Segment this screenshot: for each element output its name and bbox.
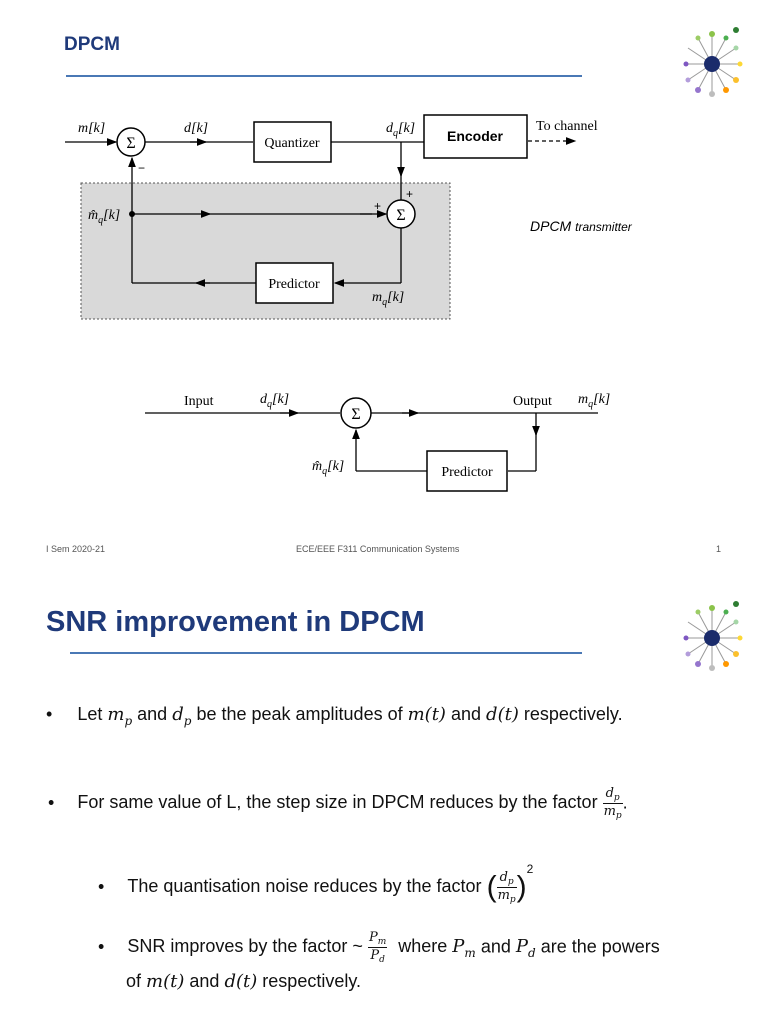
bullet-snr-continuation: of m(t) and d(t) respectively. bbox=[126, 971, 361, 992]
receiver-predictor-label: Predictor bbox=[441, 465, 493, 480]
quantizer-label: Quantizer bbox=[264, 136, 320, 151]
receiver-predictor-block bbox=[426, 450, 508, 492]
dpcm-transmitter-diagram: Σ Quantizer Encoder Σ Predictor m[k] d[k… bbox=[65, 114, 598, 320]
sigma-label: Σ bbox=[126, 135, 135, 152]
slide1-title: DPCM bbox=[64, 34, 120, 55]
footer-center: ECE/EEE F311 Communication Systems bbox=[296, 544, 460, 554]
svg-text:+: + bbox=[374, 199, 381, 213]
slide2-title: SNR improvement in DPCM bbox=[46, 606, 425, 638]
svg-text:+: + bbox=[406, 187, 413, 201]
title-underline bbox=[66, 75, 582, 77]
bullet-dot: • bbox=[48, 792, 55, 813]
encoder-label: Encoder bbox=[447, 128, 504, 144]
svg-text:m̂q[k]: m̂q[k] bbox=[312, 459, 344, 477]
to-channel-label: To channel bbox=[536, 119, 598, 134]
footer-page-number: 1 bbox=[716, 544, 722, 554]
svg-text:d[k]: d[k] bbox=[184, 121, 208, 136]
diagram-caption: DPCM transmitter bbox=[530, 218, 632, 234]
predictor-block bbox=[255, 262, 334, 304]
logo-icon-2 bbox=[683, 601, 743, 671]
input-label: Input bbox=[184, 394, 214, 409]
bullet-step-size: • For same value of L, the step size in … bbox=[48, 786, 628, 821]
bullet-peak-amplitudes: • Let mp and dp be the peak amplitudes o… bbox=[46, 704, 623, 728]
bullet-dot: • bbox=[46, 704, 53, 724]
output-label: Output bbox=[513, 394, 552, 409]
predictor-label: Predictor bbox=[268, 277, 320, 292]
svg-text:Σ: Σ bbox=[351, 406, 360, 423]
svg-text:Σ: Σ bbox=[396, 207, 405, 224]
minus-sign: − bbox=[138, 161, 145, 175]
svg-text:mq[k]: mq[k] bbox=[372, 290, 404, 308]
dpcm-receiver-diagram: Σ Predictor Input dq[k] Output mq[k] m̂q… bbox=[145, 392, 610, 492]
bullet-quantisation-noise: • The quantisation noise reduces by the … bbox=[98, 862, 534, 905]
svg-text:m̂q[k]: m̂q[k] bbox=[88, 208, 120, 226]
bullet-dot: • bbox=[98, 876, 105, 897]
svg-text:mq[k]: mq[k] bbox=[578, 392, 610, 410]
svg-text:dq[k]: dq[k] bbox=[260, 392, 289, 410]
logo-icon bbox=[683, 27, 743, 97]
encoder-block bbox=[423, 114, 528, 159]
bullet-dot: • bbox=[98, 936, 105, 957]
svg-text:m[k]: m[k] bbox=[78, 121, 105, 136]
footer-left: I Sem 2020-21 bbox=[46, 544, 106, 554]
title-underline-2 bbox=[70, 652, 582, 654]
svg-text:dq[k]: dq[k] bbox=[386, 121, 415, 139]
